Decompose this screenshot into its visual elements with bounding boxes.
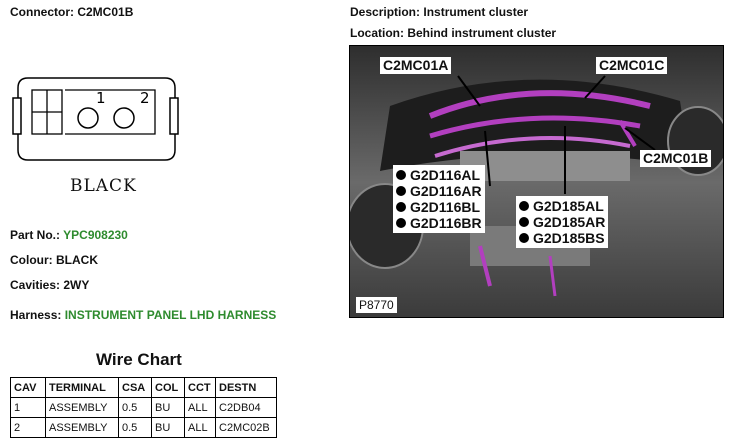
connector-face-diagram: 1 2 [12,77,179,161]
header-cct: CCT [184,377,216,398]
header-cav: CAV [10,377,46,398]
connector-heading: Connector: C2MC01B [10,5,133,19]
cell-destn: C2DB04 [215,397,277,418]
bullet-icon [396,170,406,180]
pin-number-2: 2 [140,89,150,107]
cell-cav: 2 [10,417,46,438]
part-no-line: Part No.: YPC908230 [10,228,128,242]
header-terminal: TERMINAL [45,377,119,398]
pin-item: G2D116BR [396,215,482,231]
callout-c2mc01c: C2MC01C [596,57,668,74]
location-heading: Location: Behind instrument cluster [350,26,556,40]
pin-item: G2D116AR [396,183,482,199]
right-latch [169,97,179,135]
harness-value: INSTRUMENT PANEL LHD HARNESS [64,308,277,322]
bullet-icon [396,218,406,228]
cell-cct: ALL [184,397,216,418]
wire-chart-title: Wire Chart [96,350,182,369]
cavities-label: Cavities: [10,278,61,292]
connector-id: C2MC01B [77,5,134,19]
left-latch [12,97,22,135]
pin-item: G2D116BL [396,199,482,215]
header-col: COL [151,377,185,398]
colour-value: BLACK [56,253,98,267]
description-value: Instrument cluster [423,5,529,19]
pin-group-g2d185: G2D185AL G2D185AR G2D185BS [516,196,609,248]
location-photo: C2MC01A C2MC01C C2MC01B G2D116AL G2D116A… [349,45,724,318]
connector-label: Connector: [10,5,74,19]
harness-label: Harness: [10,308,62,322]
cell-cav: 1 [10,397,46,418]
part-no-label: Part No.: [10,228,61,242]
part-no-value: YPC908230 [63,228,128,242]
cell-col: BU [151,417,185,438]
cavities-line: Cavities: 2WY [10,278,89,292]
colour-label: Colour: [10,253,53,267]
cavities-value: 2WY [63,278,90,292]
callout-c2mc01b: C2MC01B [640,150,712,167]
header-destn: DESTN [215,377,277,398]
cavity-1 [77,107,99,129]
cavity-2 [113,107,135,129]
bullet-icon [519,201,529,211]
colour-line: Colour: BLACK [10,253,98,267]
cell-terminal: ASSEMBLY [45,417,119,438]
dashboard-illustration [350,46,723,317]
pin-item: G2D185AR [519,214,605,230]
cell-csa: 0.5 [118,397,152,418]
description-label: Description: [350,5,421,19]
cell-terminal: ASSEMBLY [45,397,119,418]
bullet-icon [519,217,529,227]
cell-col: BU [151,397,185,418]
table-row: 1 ASSEMBLY 0.5 BU ALL C2DB04 [10,397,277,418]
description-heading: Description: Instrument cluster [350,5,528,19]
pin-item: G2D185AL [519,198,605,214]
pin-group-g2d116: G2D116AL G2D116AR G2D116BL G2D116BR [393,165,485,233]
bullet-icon [396,202,406,212]
cell-cct: ALL [184,417,216,438]
wire-chart-table: CAV TERMINAL CSA COL CCT DESTN 1 ASSEMBL… [10,377,277,438]
callout-c2mc01a: C2MC01A [380,57,452,74]
pin-number-1: 1 [96,89,106,107]
photo-reference: P8770 [356,297,397,313]
pin-item: G2D185BS [519,230,605,246]
table-row: 2 ASSEMBLY 0.5 BU ALL C2MC02B [10,417,277,438]
harness-top [428,90,651,119]
harness-line: Harness: INSTRUMENT PANEL LHD HARNESS [10,308,276,322]
table-header-row: CAV TERMINAL CSA COL CCT DESTN [10,377,277,398]
location-value: Behind instrument cluster [407,26,557,40]
cell-destn: C2MC02B [215,417,277,438]
pin-item: G2D116AL [396,167,482,183]
bullet-icon [396,186,406,196]
cell-csa: 0.5 [118,417,152,438]
diagram-color-text: BLACK [70,176,137,196]
bullet-icon [519,233,529,243]
header-csa: CSA [118,377,152,398]
location-label: Location: [350,26,404,40]
cluster-bracket [460,151,630,181]
